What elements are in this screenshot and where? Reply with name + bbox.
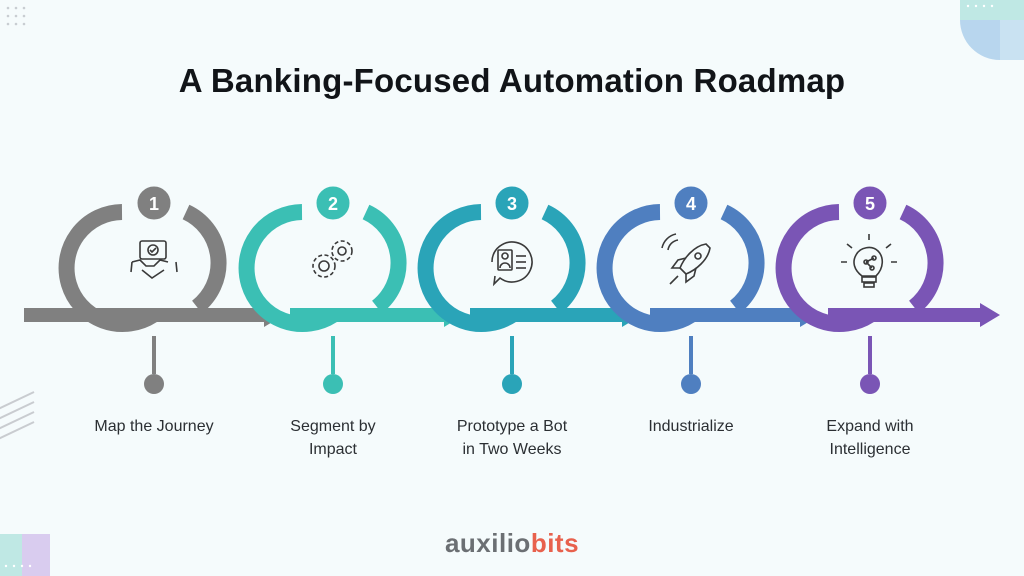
- handshake-icon: [130, 240, 178, 279]
- step-3-loop: [417, 204, 517, 332]
- step-2-number: 2: [328, 194, 338, 214]
- step-4-number-badge: [671, 183, 711, 223]
- step-2-label: Segment by Impact: [290, 418, 376, 458]
- chat-profile-icon: [491, 241, 533, 287]
- lightbulb-icon: [841, 234, 897, 288]
- step-5-dot: [860, 374, 880, 394]
- step-2-dot: [323, 374, 343, 394]
- step-1-number: 1: [149, 194, 159, 214]
- step-4-number: 4: [686, 194, 696, 214]
- step-3-number: 3: [507, 194, 517, 214]
- step-4-dot: [681, 374, 701, 394]
- step-2-loop: [238, 204, 338, 332]
- step-3-label: Prototype a Bot in Two Weeks: [456, 418, 568, 458]
- step-2: 2: [238, 183, 464, 394]
- step-1-number-badge: [134, 183, 174, 223]
- brand-logo-part1: auxilio: [444, 528, 531, 558]
- step-1-loop: [58, 204, 158, 332]
- page-title: A Banking-Focused Automation Roadmap: [178, 62, 846, 99]
- step-3: 3: [417, 183, 642, 394]
- step-3-loop-right: [541, 204, 586, 314]
- decor-corner-shapes-bottom-left: [0, 534, 50, 576]
- step-5-number: 5: [865, 194, 875, 214]
- decor-dot-grid: [6, 6, 26, 26]
- rocket-icon: [661, 233, 711, 285]
- step-3-number-badge: [492, 183, 532, 223]
- step-5-arrowhead: [980, 303, 1000, 327]
- step-3-dot: [502, 374, 522, 394]
- step-4: 4: [596, 183, 820, 394]
- step-4-loop-right: [720, 204, 765, 314]
- step-1-loop-right: [182, 204, 227, 314]
- step-5-loop-right: [899, 204, 944, 314]
- decor-diagonal-lines-left: [0, 391, 35, 440]
- brand-logo: auxiliobits: [0, 528, 1024, 559]
- step-2-loop-right: [362, 204, 407, 314]
- step-5-loop: [775, 204, 875, 332]
- step-5-label: Expand with Intelligence: [826, 418, 914, 458]
- step-5-number-badge: [850, 183, 890, 223]
- step-4-label: Industrialize: [648, 418, 734, 435]
- brand-logo-part2: bits: [530, 528, 580, 558]
- step-5: 5: [775, 183, 1000, 394]
- step-1-label: Map the Journey: [94, 418, 214, 435]
- gears-icon: [312, 240, 353, 278]
- step-2-number-badge: [313, 183, 353, 223]
- step-4-loop: [596, 204, 696, 332]
- step-1-dot: [144, 374, 164, 394]
- decor-corner-shapes-top-right: [960, 0, 1024, 60]
